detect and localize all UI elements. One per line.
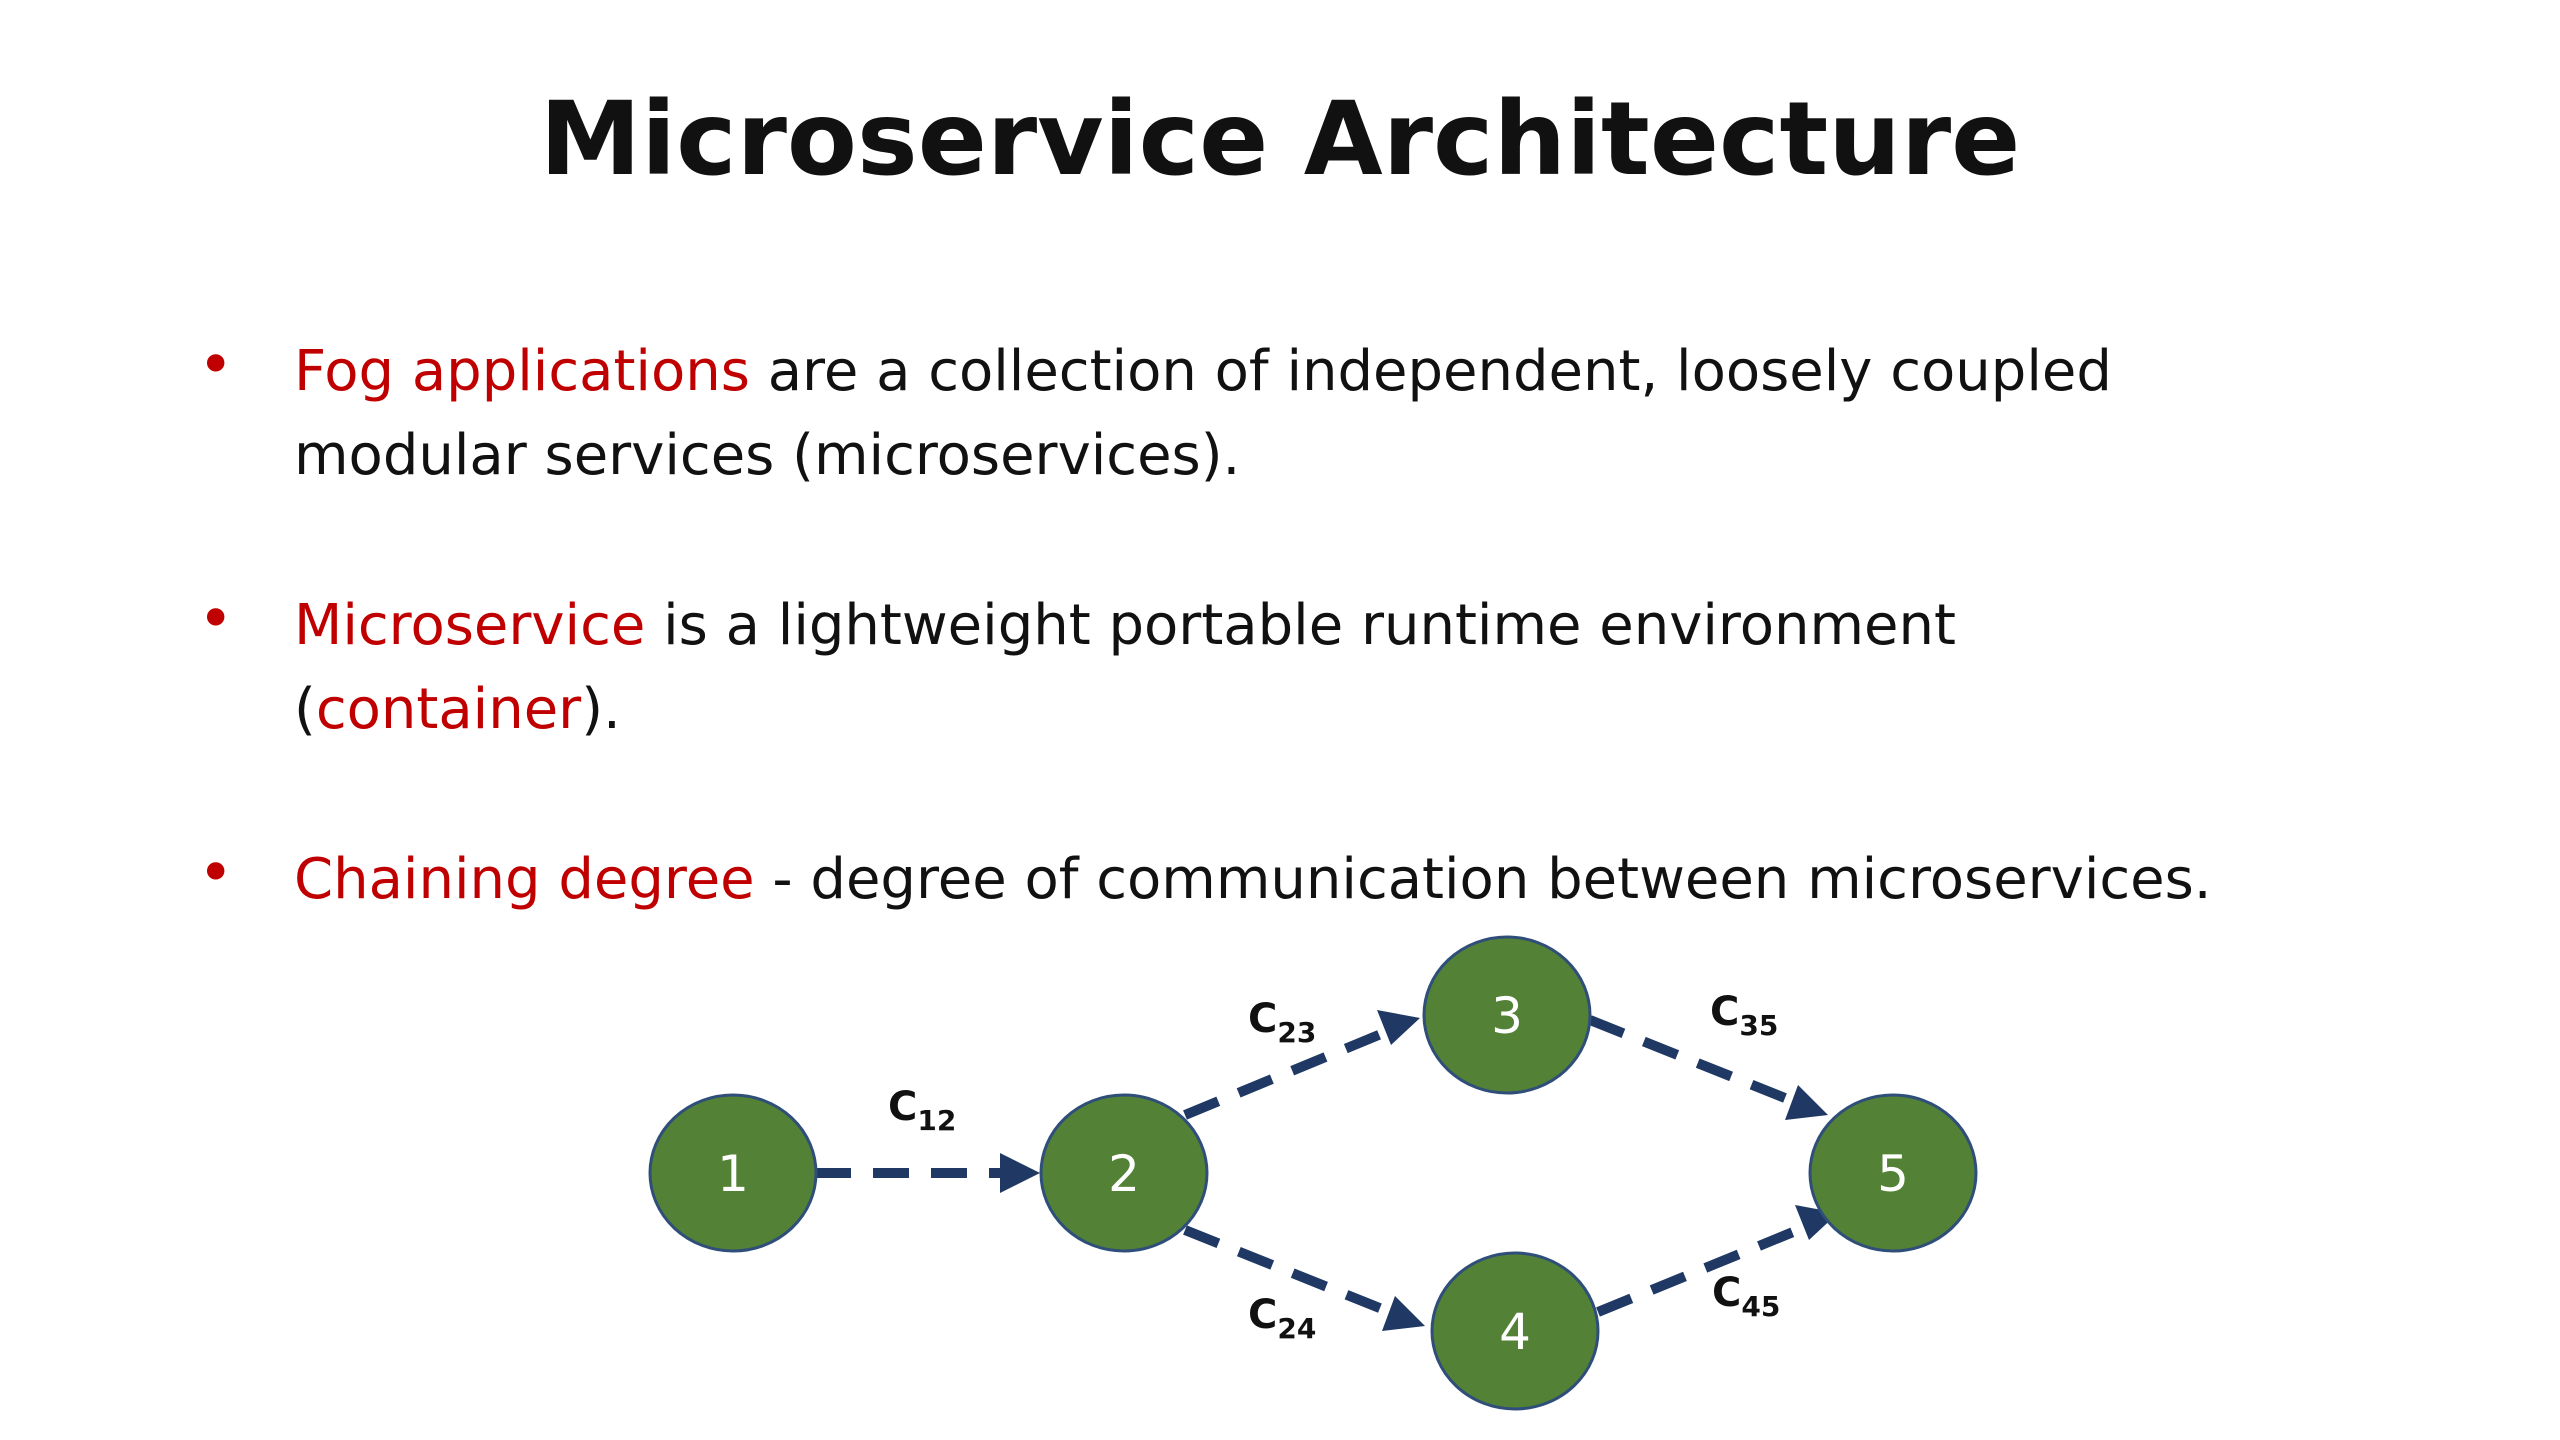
edge-label-c45: C45 <box>1712 1270 1780 1323</box>
bullet-1-text: are a collection of independent, loosely… <box>749 339 2112 404</box>
node-1-label: 1 <box>717 1145 749 1203</box>
edge-2-4 <box>1183 1225 1404 1322</box>
bullet-1-line-2: modular services (microservices). <box>294 423 1241 488</box>
edge-label-c35: C35 <box>1710 989 1778 1042</box>
edge-labels: C12 C23 C24 C35 C45 <box>888 989 1780 1345</box>
bullet-2-paren-open: ( <box>294 677 316 742</box>
nodes: 1 2 3 4 5 <box>648 935 1978 1411</box>
bullet-2-paren-close: ). <box>581 677 621 742</box>
bullet-1-line-1: Fog applications are a collection of ind… <box>294 330 2112 414</box>
edge-2-3 <box>1183 1022 1400 1120</box>
edge-2-4-arrowhead <box>1382 1296 1425 1331</box>
node-2-label: 2 <box>1108 1145 1140 1203</box>
bullet-2-highlight: Microservice <box>294 593 646 658</box>
bullet-2-line-2: (container). <box>294 668 621 752</box>
edge-label-c12: C12 <box>888 1084 956 1137</box>
node-4: 4 <box>1430 1251 1600 1411</box>
node-2: 2 <box>1039 1093 1209 1253</box>
bullet-3-line-1: Chaining degree - degree of communicatio… <box>294 838 2212 922</box>
bullet-marker-3: • <box>198 838 234 908</box>
node-5: 5 <box>1808 1093 1978 1253</box>
bullet-marker-1: • <box>198 330 234 400</box>
edge-4-5 <box>1596 1218 1817 1317</box>
edge-label-c23: C23 <box>1248 996 1316 1049</box>
bullet-marker-2: • <box>198 584 234 654</box>
edge-label-c24: C24 <box>1248 1292 1316 1345</box>
node-3-label: 3 <box>1491 987 1523 1045</box>
bullet-2-container-term: container <box>315 677 582 742</box>
node-4-label: 4 <box>1499 1303 1531 1361</box>
edge-3-5 <box>1588 1015 1807 1111</box>
edge-3-5-arrowhead <box>1785 1085 1828 1120</box>
edges <box>815 1010 1838 1331</box>
node-3: 3 <box>1422 935 1592 1095</box>
edge-2-3-arrowhead <box>1377 1010 1420 1045</box>
bullet-3-text: - degree of communication between micros… <box>754 847 2212 912</box>
slide-title: Microservice Architecture <box>539 80 2021 199</box>
edge-1-2-arrowhead <box>1000 1153 1040 1193</box>
bullet-1-highlight: Fog applications <box>294 339 750 404</box>
node-5-label: 5 <box>1877 1145 1909 1203</box>
node-1: 1 <box>648 1093 818 1253</box>
bullet-3-highlight: Chaining degree <box>294 847 755 912</box>
bullet-2-line-1: Microservice is a lightweight portable r… <box>294 584 1956 668</box>
bullet-2-text: is a lightweight portable runtime enviro… <box>645 593 1956 658</box>
